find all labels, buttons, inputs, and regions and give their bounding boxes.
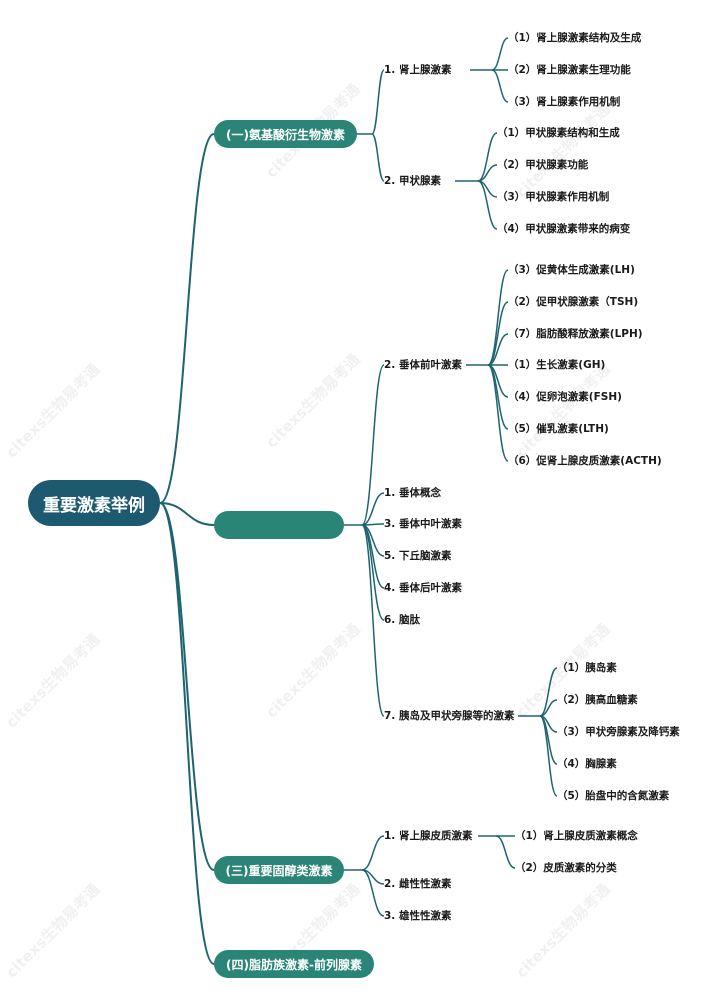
- node-brain-peptide[interactable]: 6. 脑肽: [384, 614, 420, 626]
- connector-line: [361, 835, 385, 871]
- connector-line: [361, 492, 385, 526]
- leaf-anterior-3[interactable]: （7）脂肪酸释放激素(LPH): [508, 328, 643, 340]
- leaf-anterior-6[interactable]: （5）催乳激素(LTH): [508, 423, 609, 435]
- connector-line: [159, 502, 215, 965]
- connector-line: [487, 333, 509, 366]
- node-adrenal-cortex[interactable]: 1. 肾上腺皮质激素: [384, 830, 473, 842]
- leaf-anterior-5[interactable]: （4）促卵泡激素(FSH): [508, 391, 622, 403]
- node-male-hormone[interactable]: 3. 雄性性激素: [384, 910, 452, 922]
- connector-line: [491, 69, 509, 103]
- leaf-cortex-1[interactable]: （1）肾上腺皮质激素概念: [515, 830, 638, 842]
- connector-line: [159, 133, 215, 504]
- node-posterior-pituitary[interactable]: 4. 垂体后叶激素: [384, 582, 462, 594]
- leaf-thyroxine-3[interactable]: （3）甲状腺素作用机制: [497, 191, 610, 203]
- leaf-adrenaline-3[interactable]: （3）肾上腺素作用机制: [508, 96, 621, 108]
- connector-line: [491, 37, 509, 71]
- node-female-hormone[interactable]: 2. 雌性性激素: [384, 878, 452, 890]
- leaf-adrenaline-2[interactable]: （2）肾上腺激素生理功能: [508, 64, 631, 76]
- leaf-anterior-4[interactable]: （1）生长激素(GH): [508, 359, 606, 371]
- branch-node-amino-acid[interactable]: (一)氨基酸衍生物激素: [214, 120, 357, 148]
- connector-line: [361, 364, 385, 526]
- root-node[interactable]: 重要激素举例: [28, 480, 160, 526]
- connector-line: [159, 502, 215, 871]
- leaf-anterior-1[interactable]: （3）促黄体生成激素(LH): [508, 264, 635, 276]
- leaf-thyroxine-1[interactable]: （1）甲状腺素结构和生成: [497, 127, 620, 139]
- connector-line: [495, 835, 516, 869]
- node-islet-parathyroid[interactable]: 7. 胰岛及甲状旁腺等的激素: [384, 710, 515, 722]
- leaf-thyroxine-2[interactable]: （2）甲状腺素功能: [497, 159, 589, 171]
- connector-line: [361, 524, 385, 717]
- connector-line: [539, 715, 558, 797]
- node-pituitary-concept[interactable]: 1. 垂体概念: [384, 487, 441, 499]
- node-adrenaline[interactable]: 1. 肾上腺激素: [384, 64, 452, 76]
- connector-line: [477, 132, 498, 182]
- leaf-islet-3[interactable]: （3）甲状旁腺素及降钙素: [557, 726, 680, 738]
- connector-line: [477, 180, 498, 230]
- branch-node-fatty-acid[interactable]: (四)脂肪族激素-前列腺素: [214, 950, 374, 978]
- leaf-islet-1[interactable]: （1）胰岛素: [557, 662, 617, 674]
- leaf-adrenaline-1[interactable]: （1）肾上腺激素结构及生成: [508, 32, 642, 44]
- connector-line: [487, 364, 509, 462]
- connector-line: [371, 69, 385, 135]
- leaf-anterior-7[interactable]: （6）促肾上腺皮质激素(ACTH): [508, 455, 662, 467]
- branch-node-steroid[interactable]: (三)重要固醇类激素: [214, 856, 344, 884]
- leaf-islet-4[interactable]: （4）胸腺素: [557, 758, 617, 770]
- leaf-islet-5[interactable]: （5）胎盘中的含氮激素: [557, 790, 670, 802]
- leaf-cortex-2[interactable]: （2）皮质激素的分类: [515, 862, 617, 874]
- connector-line: [371, 133, 385, 182]
- connector-line: [361, 869, 385, 917]
- leaf-anterior-2[interactable]: （2）促甲状腺激素（TSH): [508, 296, 639, 308]
- leaf-thyroxine-4[interactable]: （4）甲状腺激素带来的病变: [497, 223, 631, 235]
- connector-line: [159, 502, 215, 526]
- leaf-islet-2[interactable]: （2）胰高血糖素: [557, 694, 638, 706]
- connector-line: [539, 667, 558, 717]
- node-intermediate-pituitary[interactable]: 3. 垂体中叶激素: [384, 518, 462, 530]
- node-thyroxine[interactable]: 2. 甲状腺素: [384, 175, 441, 187]
- connector-line: [361, 524, 385, 621]
- branch-node-peptide[interactable]: [214, 511, 344, 539]
- node-hypothalamus[interactable]: 5. 下丘脑激素: [384, 550, 452, 562]
- node-anterior-pituitary[interactable]: 2. 垂体前叶激素: [384, 359, 462, 371]
